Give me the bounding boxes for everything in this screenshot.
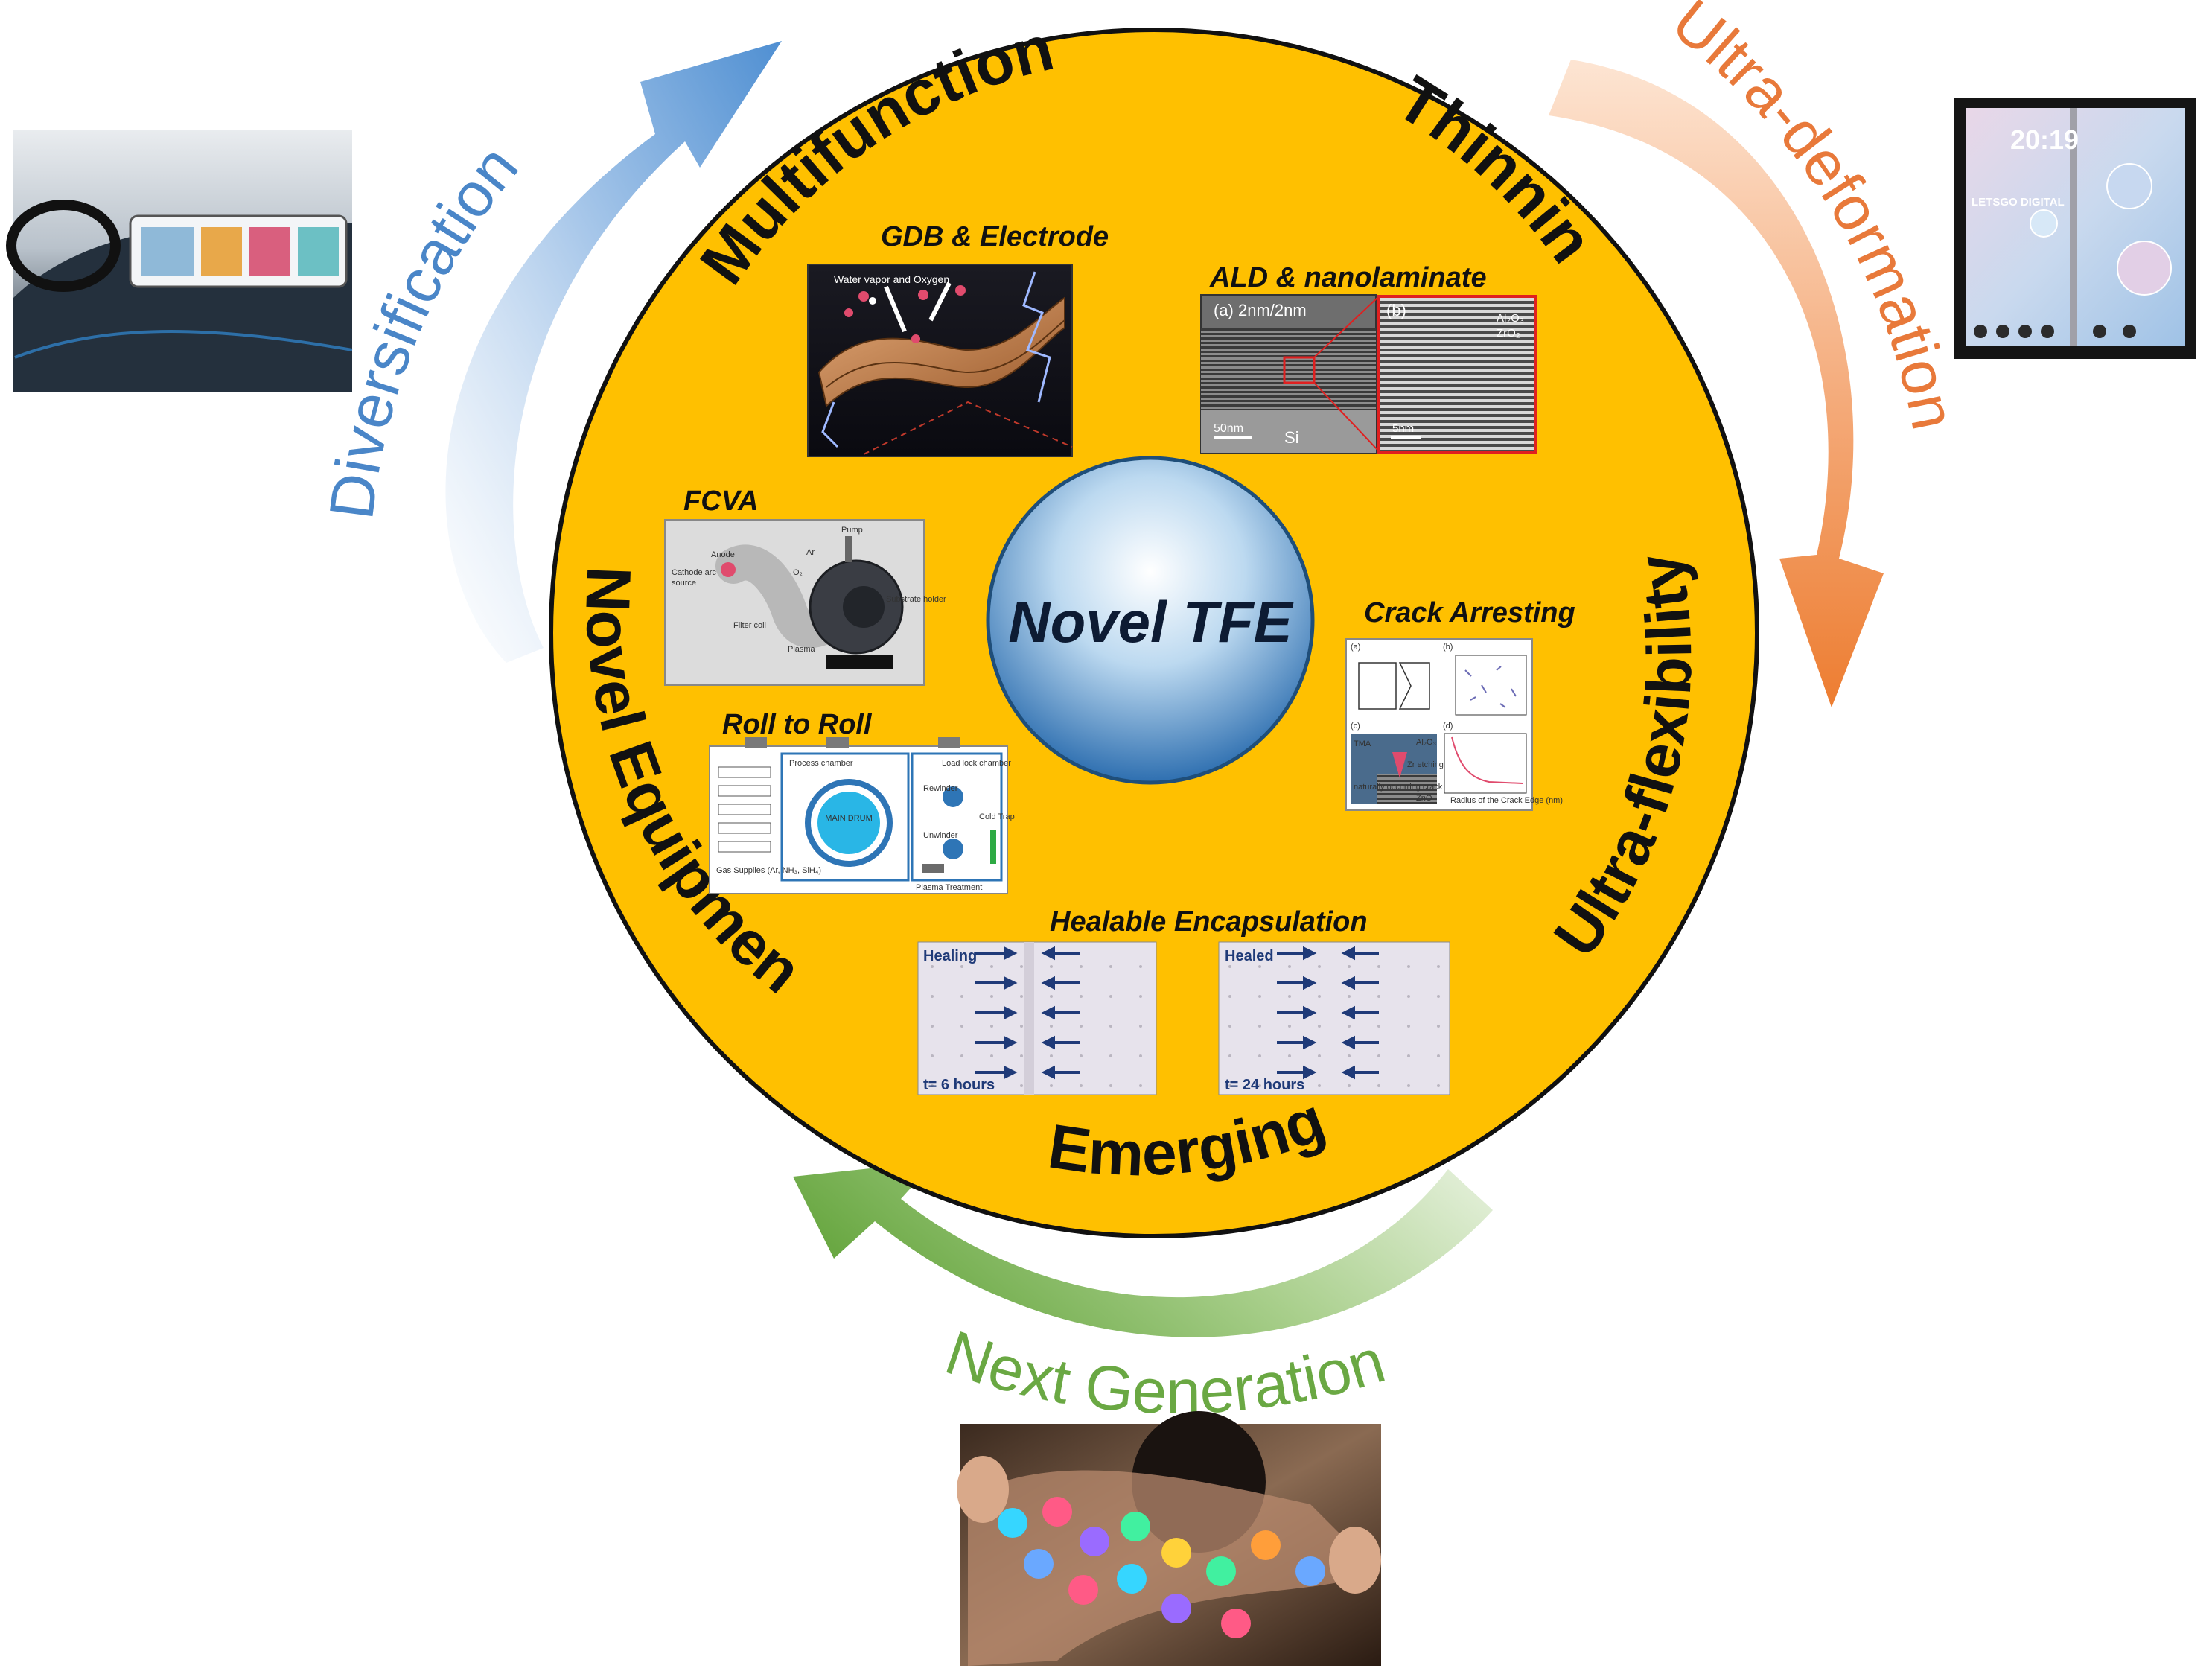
fcva-o2: O₂ xyxy=(793,568,803,577)
crack-xaxis: Radius of the Crack Edge (nm) xyxy=(1450,796,1563,805)
panel-gdb-electrode: GDB & Electrode Water vapor and Oxygen xyxy=(807,221,1109,457)
fcva-source: source xyxy=(672,579,696,588)
ald-label-a: (a) 2nm/2nm xyxy=(1214,301,1307,319)
fcva-ar: Ar xyxy=(806,548,815,557)
ald-scale-b: 5nm xyxy=(1392,422,1414,435)
flexible-sheet xyxy=(968,1470,1377,1666)
healed-time: t= 24 hours xyxy=(1225,1077,1304,1093)
ald-legend-1: Al₂O₃ xyxy=(1497,312,1524,325)
panel-title-roll: Roll to Roll xyxy=(722,709,873,740)
panel-title-crack: Crack Arresting xyxy=(1364,597,1575,629)
center-label: Novel TFE xyxy=(1008,589,1293,655)
panel-fcva: FCVA Anode Cathode arc source Pump Filte… xyxy=(664,486,946,686)
diversification-arrow xyxy=(445,41,782,663)
center-sphere: Novel TFE xyxy=(986,456,1315,785)
photo-flexible-display xyxy=(957,1411,1381,1666)
gdb-arrow-out xyxy=(928,281,952,322)
roll-plasma: Plasma Treatment xyxy=(916,883,982,892)
crack-b: (b) xyxy=(1443,643,1453,652)
healing-tag: Healing xyxy=(923,948,977,964)
fcva-pump: Pump xyxy=(841,526,863,535)
photo-foldable-tablet: 20:19 LETSGO DIGITAL xyxy=(1954,98,2196,359)
crack-natural: naturally occurring crack xyxy=(1354,783,1443,792)
ultra-deformation-arrow xyxy=(1549,60,1884,707)
roll-load-lock-label: Load lock chamber xyxy=(942,759,1011,768)
ald-tem-right xyxy=(1377,295,1537,454)
fcva-cathode: Cathode arc xyxy=(672,568,716,577)
panel-crack-arresting: Crack Arresting (a) (b) (c) (d) TMA natu… xyxy=(1345,597,1575,811)
panel-title-gdb: GDB & Electrode xyxy=(881,221,1109,252)
crack-al2o3: Al₂O₃ xyxy=(1416,738,1436,747)
healed-image xyxy=(1218,941,1450,1095)
fcva-filter-duct xyxy=(715,544,844,648)
roll-rewinder: Rewinder xyxy=(923,784,958,793)
roll-main-drum xyxy=(817,792,880,854)
ald-legend-2: ZrO₂ xyxy=(1497,327,1520,340)
gdb-lightning xyxy=(1022,271,1051,403)
next-generation-arrow xyxy=(793,1162,1493,1337)
fcva-plasma: Plasma xyxy=(788,645,816,654)
crack-tma: TMA xyxy=(1354,739,1371,748)
gdb-arrow-in xyxy=(884,285,907,333)
roll-gas: Gas Supplies (Ar, NH₃, SiH₄) xyxy=(716,866,821,875)
crack-zno: ZnO xyxy=(1416,794,1432,803)
gdb-film xyxy=(817,296,1065,407)
car-steering-wheel xyxy=(6,200,121,292)
panel-roll-to-roll: Roll to Roll MAIN DRUM Process chamber L… xyxy=(709,709,1015,894)
panel-title-ald: ALD & nanolaminate xyxy=(1209,262,1487,293)
outer-label-ultra-deformation: Ultra-deformation xyxy=(1660,0,1969,436)
fcva-filter: Filter coil xyxy=(733,621,766,630)
crack-d: (d) xyxy=(1443,722,1453,731)
ald-substrate: Si xyxy=(1284,428,1299,447)
photo-car-dashboard xyxy=(6,130,353,392)
healing-image xyxy=(917,941,1157,1095)
panel-ald-nanolaminate: ALD & nanolaminate (a) 2nm/2nm 50nm Si (… xyxy=(1200,262,1537,454)
crack-a: (a) xyxy=(1351,643,1360,652)
ald-label-b: (b) xyxy=(1386,301,1406,319)
gdb-caption: Water vapor and Oxygen xyxy=(834,273,949,285)
healing-time: t= 6 hours xyxy=(923,1077,995,1093)
roll-load-lock xyxy=(911,752,1003,882)
healed-tag: Healed xyxy=(1225,948,1274,964)
roll-unwinder: Unwinder xyxy=(923,831,958,840)
crack-zr: Zr etching xyxy=(1407,760,1444,769)
panel-healable-encapsulation: Healable Encapsulation Healing t= 6 hour… xyxy=(917,906,1450,1095)
roll-process-label: Process chamber xyxy=(789,759,853,768)
fcva-anode: Anode xyxy=(711,550,735,559)
fcva-substrate: Substrate holder xyxy=(886,595,946,604)
crack-c: (c) xyxy=(1351,722,1360,731)
panel-title-fcva: FCVA xyxy=(683,486,759,517)
ald-scale-a: 50nm xyxy=(1214,422,1243,435)
panel-title-healable: Healable Encapsulation xyxy=(1050,906,1368,938)
tablet-time: 20:19 xyxy=(2010,124,2079,155)
tablet-brand: LETSGO DIGITAL xyxy=(1972,196,2065,209)
roll-cold-trap: Cold Trap xyxy=(979,812,1015,821)
roll-main-drum-label: MAIN DRUM xyxy=(825,814,873,823)
